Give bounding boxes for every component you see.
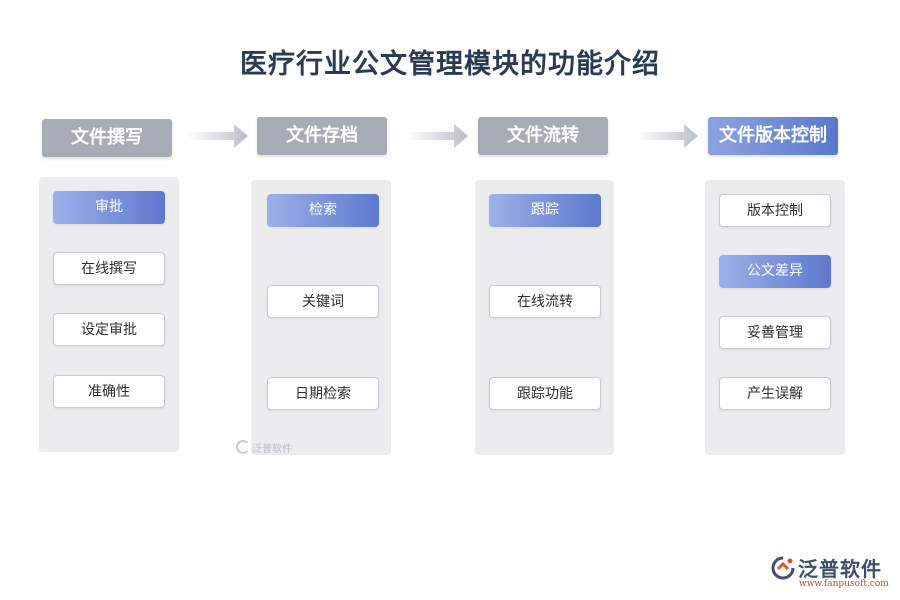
arrow-icon	[408, 124, 468, 148]
item-misunderstanding: 产生误解	[719, 377, 831, 410]
item-approval: 审批	[53, 191, 165, 224]
item-tracking: 跟踪	[489, 194, 601, 227]
page-title: 医疗行业公文管理模块的功能介绍	[240, 49, 660, 80]
arrow-icon	[638, 124, 698, 148]
logo-name: 泛普软件	[798, 557, 882, 581]
item-document-difference: 公文差异	[719, 255, 831, 288]
header-circulation: 文件流转	[478, 117, 608, 155]
item-online-circulation: 在线流转	[489, 285, 601, 318]
item-version-control: 版本控制	[719, 194, 831, 227]
item-tracking-function: 跟踪功能	[489, 377, 601, 410]
item-online-writing: 在线撰写	[53, 252, 165, 285]
item-date-search: 日期检索	[267, 377, 379, 410]
logo-icon	[771, 556, 795, 580]
item-keywords: 关键词	[267, 285, 379, 318]
watermark-text: 泛普软件	[252, 444, 292, 455]
header-archive: 文件存档	[257, 117, 387, 155]
item-accuracy: 准确性	[53, 375, 165, 408]
item-set-approval: 设定审批	[53, 313, 165, 346]
header-writing: 文件撰写	[42, 119, 172, 157]
logo-url: www.fanpusoft.com	[799, 579, 889, 589]
watermark: 泛普软件	[236, 440, 292, 455]
brand-logo: 泛普软件 www.fanpusoft.com	[770, 553, 895, 595]
header-version-control: 文件版本控制	[708, 117, 838, 155]
item-search: 检索	[267, 194, 379, 227]
watermark-icon	[236, 440, 250, 454]
item-proper-management: 妥善管理	[719, 316, 831, 349]
arrow-icon	[188, 124, 248, 148]
